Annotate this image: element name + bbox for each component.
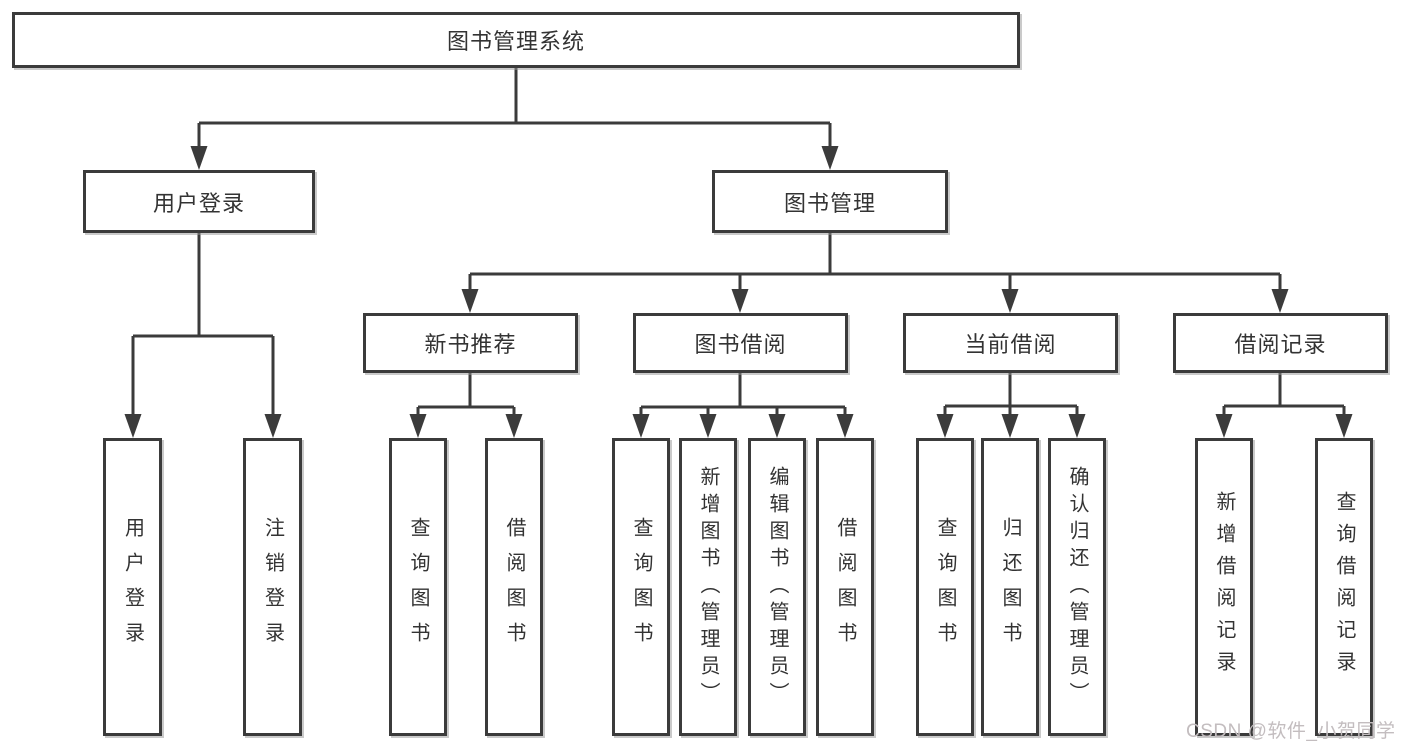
leaf-br-add-borrow-record-label: 新增借阅记录	[1213, 491, 1235, 683]
leaf-bb-query-books-label: 查询图书	[630, 517, 652, 657]
leaf-cb-confirm-return-admin: 确认归还（管理员）	[1048, 438, 1106, 736]
leaf-bb-borrow-books: 借阅图书	[816, 438, 874, 736]
arrowhead-group	[124, 146, 1353, 438]
leaf-logout: 注销登录	[243, 438, 302, 736]
leaf-bb-edit-book-admin-label: 编辑图书（管理员）	[766, 465, 788, 709]
leaf-br-query-borrow-record: 查询借阅记录	[1315, 438, 1373, 736]
node-user-login-label: 用户登录	[152, 190, 245, 216]
node-book-management: 图书管理	[712, 170, 948, 233]
node-user-login: 用户登录	[83, 170, 315, 233]
leaf-nb-query-books-label: 查询图书	[407, 517, 429, 657]
leaf-br-add-borrow-record: 新增借阅记录	[1195, 438, 1253, 736]
leaf-user-login-label: 用户登录	[121, 517, 144, 657]
leaf-br-query-borrow-record-label: 查询借阅记录	[1333, 491, 1355, 683]
node-current-borrow-label: 当前借阅	[964, 332, 1057, 357]
leaf-bb-query-books: 查询图书	[612, 438, 670, 736]
node-book-borrow: 图书借阅	[633, 313, 848, 373]
leaf-bb-edit-book-admin: 编辑图书（管理员）	[748, 438, 806, 736]
node-new-book-recommend: 新书推荐	[363, 313, 578, 373]
leaf-bb-borrow-books-label: 借阅图书	[834, 517, 856, 657]
leaf-cb-return-books: 归还图书	[981, 438, 1039, 736]
leaf-nb-borrow-books-label: 借阅图书	[503, 517, 525, 657]
node-borrow-records-label: 借阅记录	[1234, 332, 1327, 357]
leaf-bb-add-book-admin-label: 新增图书（管理员）	[697, 465, 719, 709]
node-book-borrow-label: 图书借阅	[694, 332, 787, 357]
csdn-watermark: CSDN @软件_小贺同学	[1186, 721, 1396, 742]
leaf-bb-add-book-admin: 新增图书（管理员）	[679, 438, 737, 736]
node-root-label: 图书管理系统	[446, 29, 585, 54]
leaf-cb-confirm-return-admin-label: 确认归还（管理员）	[1066, 465, 1088, 709]
leaf-nb-query-books: 查询图书	[389, 438, 447, 736]
leaf-cb-return-books-label: 归还图书	[999, 517, 1021, 657]
node-book-management-label: 图书管理	[783, 190, 876, 216]
leaf-cb-query-books: 查询图书	[916, 438, 974, 736]
leaf-user-login: 用户登录	[103, 438, 162, 736]
node-current-borrow: 当前借阅	[903, 313, 1118, 373]
leaf-cb-query-books-label: 查询图书	[934, 517, 956, 657]
node-root-system: 图书管理系统	[12, 12, 1020, 68]
node-borrow-records: 借阅记录	[1173, 313, 1388, 373]
node-new-book-recommend-label: 新书推荐	[424, 332, 517, 357]
leaf-nb-borrow-books: 借阅图书	[485, 438, 543, 736]
leaf-logout-label: 注销登录	[261, 517, 284, 657]
